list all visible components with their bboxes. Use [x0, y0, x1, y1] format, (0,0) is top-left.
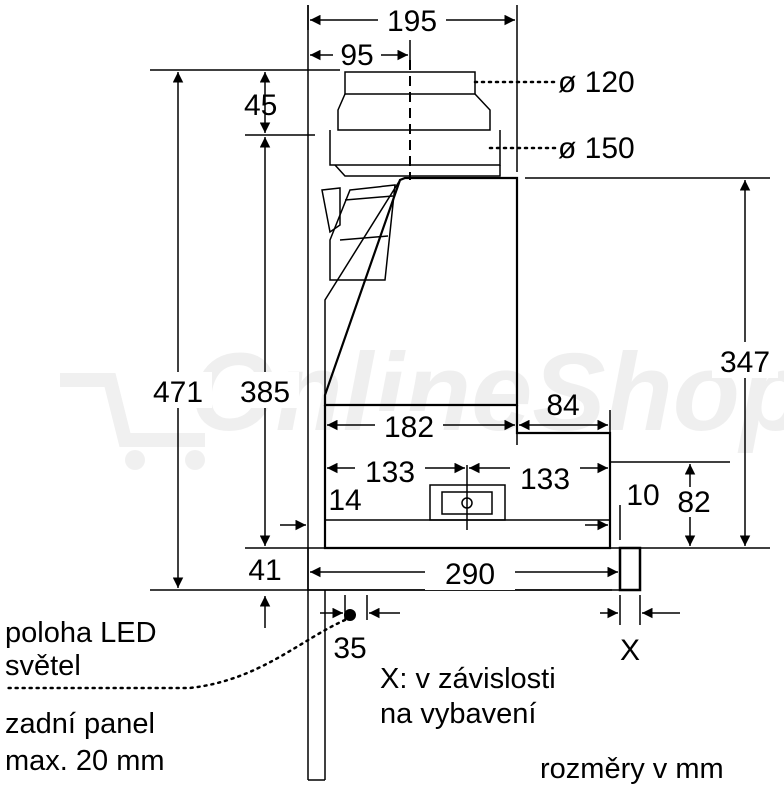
dim-total-height: 471: [153, 376, 203, 409]
wall-panel: [307, 5, 326, 781]
dim-top-offset: 95: [340, 39, 373, 72]
note-x-line1: X: v závislosti: [380, 663, 556, 695]
dim-front-depth: 84: [546, 389, 579, 422]
dimension-lines: [172, 14, 751, 628]
dim-right-gap: 10: [626, 479, 659, 512]
dim-inner-height: 385: [240, 376, 290, 409]
note-x-line2: na vybavení: [380, 698, 536, 730]
dim-left-half: 133: [365, 456, 415, 489]
note-panel-line1: zadní panel: [5, 708, 155, 740]
note-led-line1: poloha LED: [5, 617, 157, 649]
dimension-labels: 195 95 ø 120 ø 150 45 471 385 347 182 84…: [146, 5, 778, 667]
led-light: [344, 609, 356, 621]
dim-body-depth: 182: [384, 411, 434, 444]
note-led-line2: světel: [5, 650, 81, 682]
notes: poloha LED světel X: v závislosti na vyb…: [5, 617, 724, 785]
dim-top-total: 195: [387, 5, 437, 38]
dim-left-gap: 14: [328, 484, 361, 517]
dim-outlet-large: ø 150: [558, 132, 635, 165]
dim-bottom-offset: 41: [248, 554, 281, 587]
fan-outlet: [329, 71, 501, 177]
dim-right-half: 133: [520, 463, 570, 496]
dim-led-offset: 35: [333, 632, 366, 665]
dim-top-spacer: 45: [244, 89, 277, 122]
dotted-leaders: [3, 80, 557, 690]
extension-lines: [150, 5, 770, 625]
dim-body-height: 347: [720, 346, 770, 379]
note-units: rozměry v mm: [540, 753, 724, 785]
dim-x-label: X: [620, 634, 640, 667]
dim-bottom-width: 290: [445, 558, 495, 591]
dim-panel-height: 82: [677, 486, 710, 519]
dim-outlet-small: ø 120: [558, 66, 635, 99]
control-unit: [429, 465, 506, 530]
note-panel-line2: max. 20 mm: [5, 745, 165, 777]
